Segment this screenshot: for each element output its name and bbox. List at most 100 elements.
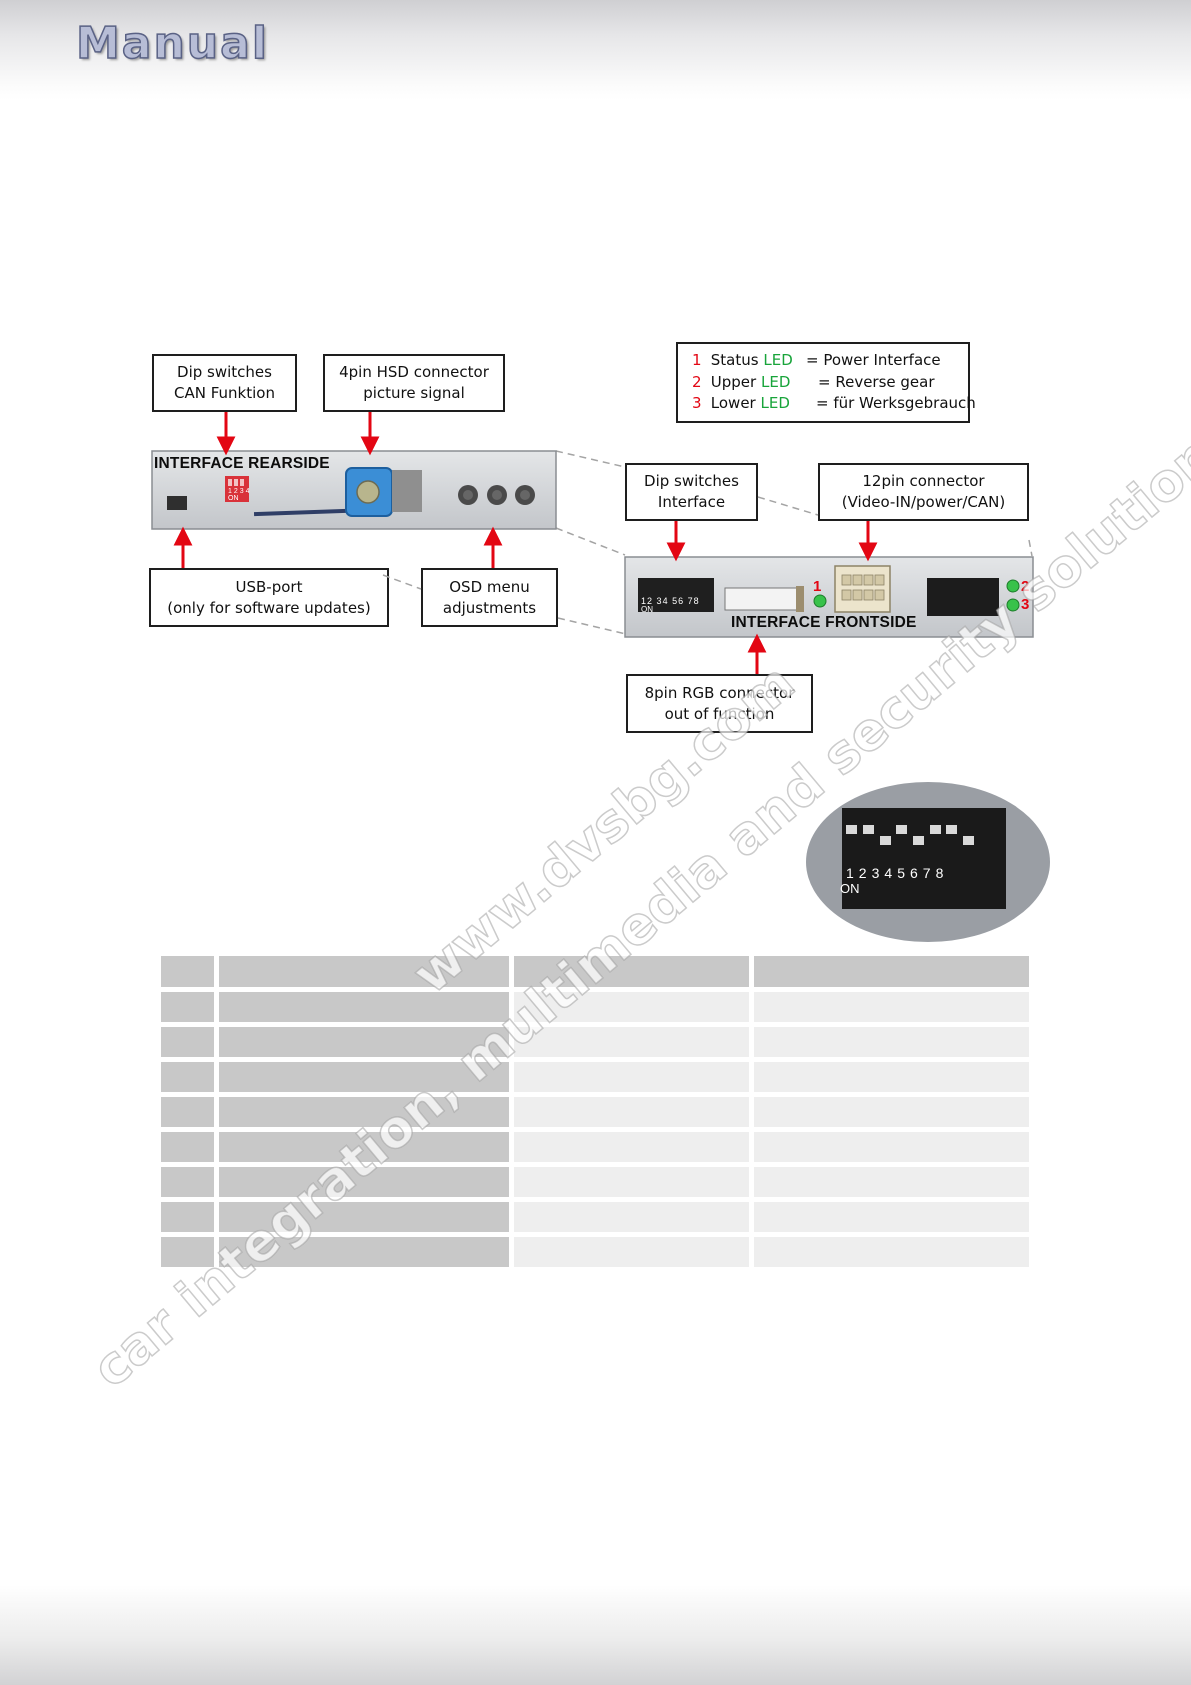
table-cell — [754, 992, 1029, 1022]
callout-line: Interface — [657, 493, 726, 511]
dip-number: 4 — [884, 865, 893, 881]
led-number-1: 1 — [813, 578, 822, 595]
dip-switch-closeup-photo — [806, 782, 1050, 942]
legend-value: = Power Interface — [806, 351, 941, 369]
legend-value: = Reverse gear — [818, 372, 935, 391]
front-dip-on: ON — [641, 605, 653, 614]
closeup-dip-numbers: 1 2 3 4 5 6 7 8 — [840, 865, 1016, 881]
callout-line: OSD menu — [449, 577, 530, 596]
callout-osd-menu: OSD menu adjustments — [421, 568, 558, 627]
table-row — [161, 1062, 1029, 1092]
dip-number: 4 — [245, 488, 250, 495]
led-number-2: 2 — [1021, 578, 1030, 595]
callout-dip-switches-interface: Dip switches Interface — [625, 463, 758, 521]
dip-number: 7 — [687, 596, 694, 606]
table-cell — [219, 1202, 509, 1232]
table-row — [161, 1237, 1029, 1267]
callout-line: adjustments — [442, 598, 537, 617]
callout-line: (only for software updates) — [167, 598, 371, 617]
table-cell — [514, 992, 749, 1022]
table-cell — [161, 1132, 214, 1162]
dip-switch-table — [161, 956, 1029, 1272]
dip-number: 6 — [678, 596, 685, 606]
frontside-title: INTERFACE FRONTSIDE — [731, 614, 917, 631]
table-row — [161, 1027, 1029, 1057]
rgb-connector-icon — [724, 587, 798, 611]
table-cell — [219, 1167, 509, 1197]
status-led-icon — [813, 594, 827, 608]
black-connector-icon — [927, 578, 999, 616]
table-cell — [161, 1167, 214, 1197]
legend-led: LED — [763, 351, 793, 369]
rear-dip-on: ON — [228, 495, 239, 502]
legend-number: 3 — [692, 394, 702, 412]
callout-line: (Video-IN/power/CAN) — [841, 493, 1006, 511]
table-cell — [754, 1132, 1029, 1162]
dip-number: 3 — [656, 596, 663, 606]
table-cell — [754, 1237, 1029, 1267]
table-cell — [161, 1062, 214, 1092]
table-cell — [219, 1097, 509, 1127]
table-cell — [514, 1062, 749, 1092]
callout-usb-port: USB-port (only for software updates) — [149, 568, 389, 627]
callout-dip-switches-can: Dip switches CAN Funktion — [152, 354, 297, 412]
dip-number: 2 — [233, 488, 238, 495]
led-legend: 1 Status LED = Power Interface 2 Upper L… — [676, 342, 976, 423]
table-cell — [754, 1027, 1029, 1057]
table-cell — [514, 1097, 749, 1127]
table-cell — [219, 1027, 509, 1057]
legend-label: Upper — [710, 372, 757, 391]
callout-line: 8pin RGB connector — [644, 683, 795, 702]
usb-port-icon — [167, 496, 187, 510]
table-cell — [754, 1097, 1029, 1127]
table-row — [161, 1202, 1029, 1232]
table-cell — [514, 1027, 749, 1057]
dip-number: 5 — [672, 596, 679, 606]
table-cell — [161, 1097, 214, 1127]
dashed-guide-lines — [382, 450, 1033, 635]
callout-hsd-connector: 4pin HSD connector picture signal — [323, 354, 505, 412]
table-header-cell — [754, 956, 1029, 987]
table-cell — [219, 1062, 509, 1092]
table-row — [161, 1167, 1029, 1197]
table-cell — [219, 992, 509, 1022]
table-cell — [219, 1237, 509, 1267]
rearside-title: INTERFACE REARSIDE — [154, 455, 330, 472]
table-row — [161, 1097, 1029, 1127]
table-row — [161, 1132, 1029, 1162]
rear-dip-numbers: 1 2 3 4 — [228, 488, 249, 495]
callout-line: Dip switches — [644, 472, 739, 490]
table-cell — [161, 1027, 214, 1057]
callout-line: CAN Funktion — [174, 384, 275, 402]
front-dip-switch-block — [638, 578, 714, 612]
pointer-arrows — [173, 412, 878, 674]
table-header-cell — [219, 956, 509, 987]
12pin-connector-icon — [834, 565, 891, 613]
table-cell — [514, 1237, 749, 1267]
table-header-cell — [161, 956, 214, 987]
dip-number: 1 — [228, 488, 232, 495]
table-cell — [514, 1202, 749, 1232]
legend-label: Status — [710, 351, 759, 369]
dip-number: 6 — [909, 865, 918, 881]
dip-number: 8 — [935, 865, 944, 881]
legend-led: LED — [760, 372, 791, 391]
callout-line: out of function — [664, 704, 775, 723]
dip-number: 8 — [693, 596, 700, 606]
dip-number: 1 — [641, 596, 648, 606]
table-cell — [219, 1132, 509, 1162]
table-cell — [754, 1062, 1029, 1092]
callout-12pin-connector: 12pin connector (Video-IN/power/CAN) — [818, 463, 1029, 521]
table-cell — [754, 1167, 1029, 1197]
dip-number: 1 — [846, 865, 854, 881]
legend-row: 2 Upper LED = Reverse gear — [692, 372, 968, 394]
table-cell — [514, 1132, 749, 1162]
legend-number: 1 — [692, 351, 702, 369]
table-cell — [754, 1202, 1029, 1232]
legend-row: 3 Lower LED = für Werksgebrauch — [692, 393, 976, 415]
legend-row: 1 Status LED = Power Interface — [692, 350, 968, 372]
dip-number: 4 — [662, 596, 669, 606]
table-header-cell — [514, 956, 749, 987]
legend-number: 2 — [692, 372, 702, 391]
table-cell — [161, 992, 214, 1022]
